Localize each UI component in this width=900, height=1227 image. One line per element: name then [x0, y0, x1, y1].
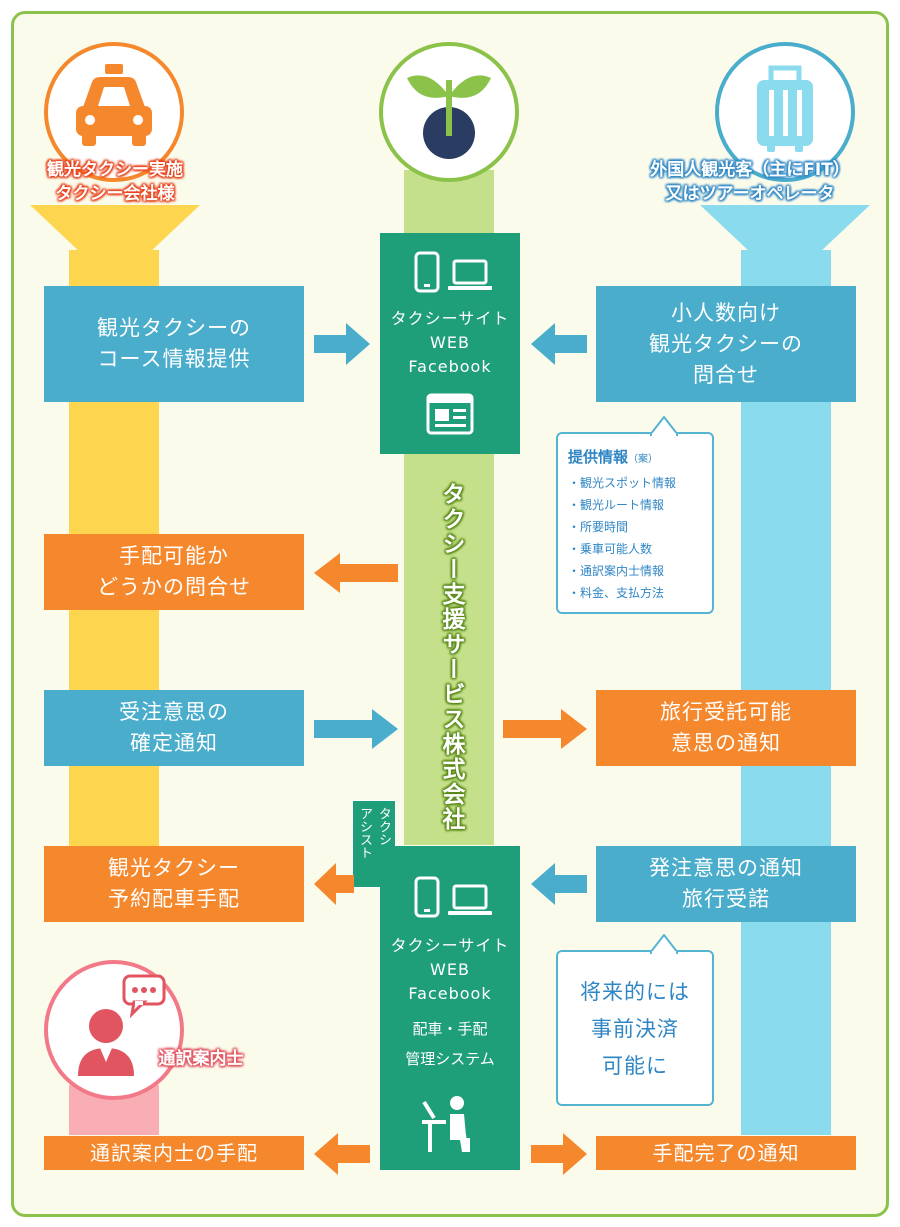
laptop-icon: [448, 884, 492, 915]
speech-bubble-icon: [122, 974, 166, 1019]
provided-info-item: ・通訳案内士情報: [568, 564, 665, 578]
arrow-left: [531, 323, 587, 365]
arrow-left: [531, 863, 587, 905]
interpreter-title: 通訳案内士: [158, 1049, 244, 1069]
taxi-circle: [44, 42, 184, 182]
right-funnel: [700, 205, 870, 285]
arrow-left: [314, 863, 354, 905]
arrow-right: [503, 709, 587, 749]
order-confirm-box: 受注意思の 確定通知: [44, 690, 304, 766]
provided-info-item: ・観光スポット情報: [568, 476, 677, 490]
travel-acceptance-box: 旅行受託可能 意思の通知: [596, 690, 856, 766]
smartphone-icon: [414, 251, 440, 293]
provided-info-item: ・観光ルート情報: [568, 498, 665, 512]
provided-info-item: ・料金、支払方法: [568, 586, 665, 600]
smartphone-icon: [414, 876, 440, 918]
taxi-site-top-box: タクシーサイト WEB Facebook: [380, 233, 520, 454]
left-funnel: [30, 205, 200, 285]
dispatch-system-text: 配車・手配 管理システム: [405, 1020, 495, 1068]
company-vertical-label: タクシー支援サービス株式会社: [438, 482, 464, 832]
callout-pointer: [650, 934, 678, 954]
right-column-title: 外国人観光客（主にFIT） 又はツアーオペレータ: [650, 160, 850, 204]
arrow-left: [314, 1133, 370, 1175]
provided-info-callout: 提供情報（案） ・観光スポット情報 ・観光ルート情報 ・所要時間 ・乗車可能人数…: [556, 416, 714, 614]
arrangement-complete-box: 手配完了の通知: [596, 1136, 856, 1170]
sprout-circle: [379, 42, 519, 182]
interpreter-arrangement-box: 通訳案内士の手配: [44, 1136, 304, 1170]
future-payment-callout: 将来的には 事前決済 可能に: [556, 934, 714, 1106]
taxi-site-top-text: タクシーサイト WEB Facebook: [390, 309, 510, 376]
taxi-site-bottom-box: タクシーサイト WEB Facebook 配車・手配 管理システム: [380, 846, 520, 1170]
provided-info-title-text: 提供情報: [568, 448, 629, 466]
provided-info-title: 提供情報（案）: [568, 446, 658, 467]
dispatch-arrangement-box: 観光タクシー 予約配車手配: [44, 846, 304, 922]
callout-pointer: [650, 416, 678, 436]
provided-info-list: ・観光スポット情報 ・観光ルート情報 ・所要時間 ・乗車可能人数 ・通訳案内士情…: [568, 472, 676, 604]
order-intent-box: 発注意思の通知 旅行受諾: [596, 846, 856, 922]
left-column-title: 観光タクシー実施 タクシー会社様: [47, 160, 183, 204]
taxi-site-bottom-text: タクシーサイト WEB Facebook: [390, 936, 510, 1003]
availability-inquiry-box: 手配可能か どうかの問合せ: [44, 534, 304, 610]
provided-info-item: ・乗車可能人数: [568, 542, 653, 556]
arrow-right: [314, 709, 398, 749]
arrow-left: [314, 553, 398, 593]
taxi-icon: [76, 64, 152, 146]
future-payment-text: 将来的には 事前決済 可能に: [580, 980, 690, 1078]
provided-info-item: ・所要時間: [568, 520, 629, 534]
webpage-icon: [426, 393, 474, 435]
arrow-right: [531, 1133, 587, 1175]
suitcase-icon: [757, 65, 813, 152]
suitcase-circle: [715, 42, 855, 182]
interpreter-circle: [44, 960, 184, 1100]
course-info-box: 観光タクシーの コース情報提供: [44, 286, 304, 402]
sprout-icon: [407, 75, 491, 159]
provided-info-title-note: （案）: [628, 454, 659, 465]
desk-worker-icon: [422, 1096, 470, 1152]
interpreter-icon: [78, 1009, 134, 1076]
laptop-icon: [448, 259, 492, 290]
small-group-inquiry-box: 小人数向け 観光タクシーの 問合せ: [596, 286, 856, 402]
arrow-right: [314, 323, 370, 365]
